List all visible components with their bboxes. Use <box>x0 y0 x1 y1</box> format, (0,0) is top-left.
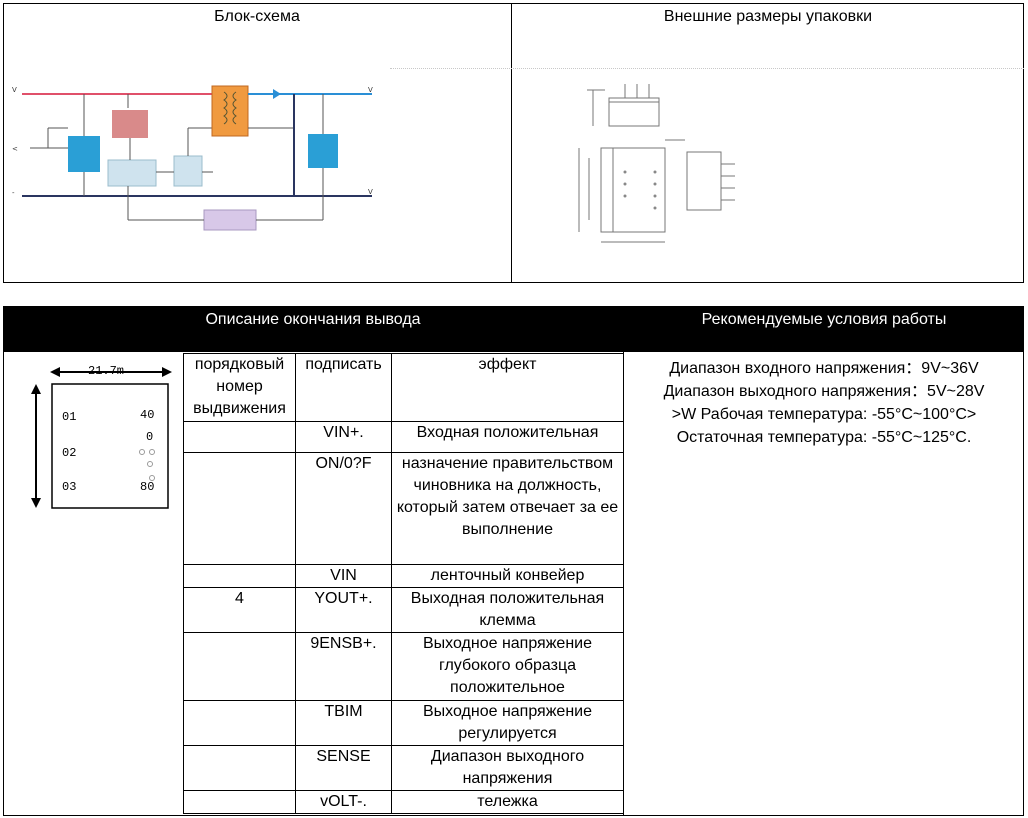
pin-effect: Диапазон выходного напряжения <box>391 745 624 791</box>
pin-number <box>183 564 296 588</box>
operating-conditions-header: Рекомендуемые условия работы <box>701 311 947 328</box>
pin-number <box>183 745 296 791</box>
pin-effect: Выходное напряжение глубокого образца по… <box>391 632 624 701</box>
svg-text:-: - <box>12 189 15 197</box>
pin-sign: 9ENSB+. <box>295 632 392 701</box>
pin-number: 4 <box>183 587 296 633</box>
svg-text:V: V <box>368 188 373 196</box>
pin-number <box>183 421 296 453</box>
column-header-sign: подписать <box>295 353 392 422</box>
package-width-label: 21.7m <box>88 364 124 378</box>
pin-effect: Выходная положительная клемма <box>391 587 624 633</box>
bottom-section-divider <box>623 352 624 816</box>
output-voltage-range: Диапазон выходного напряжения：5V~28V <box>663 383 985 400</box>
table-row: ON/0?F назначение правительством чиновни… <box>183 452 624 565</box>
column-header-number: порядковый номер выдвижения <box>183 353 296 422</box>
top-section-frame <box>3 3 1024 283</box>
pin-effect: ленточный конвейер <box>391 564 624 588</box>
pin-number <box>183 452 296 565</box>
block-diagram-title: Блок-схема <box>214 8 300 25</box>
pin-label-01: 01 <box>62 410 76 424</box>
table-row: vOLT-. тележка <box>183 790 624 814</box>
dotted-separator <box>390 68 1024 69</box>
package-dimension-figure <box>578 84 735 243</box>
table-row: 4 YOUT+. Выходная положительная клемма <box>183 587 624 633</box>
pin-sign: SENSE <box>295 745 392 791</box>
pin-sign: ON/0?F <box>295 452 392 565</box>
column-header-effect: эффект <box>391 353 624 422</box>
svg-text:V: V <box>12 86 17 94</box>
pin-description-table: порядковый номер выдвижения подписать эф… <box>183 353 624 814</box>
svg-text:<: < <box>12 145 18 153</box>
section-header-bar <box>3 306 1024 352</box>
pin-label-0: 0 <box>146 430 153 444</box>
pin-description-header: Описание окончания вывода <box>205 311 421 328</box>
input-voltage-range: Диапазон входного напряжения：9V~36V <box>669 360 979 377</box>
pin-number <box>183 790 296 814</box>
pin-label-03: 03 <box>62 480 76 494</box>
operating-temperature: >W Рабочая температура: -55°C~100°C> <box>671 406 977 423</box>
pin-sign: TBIM <box>295 700 392 746</box>
pin-sign: VIN+. <box>295 421 392 453</box>
pin-sign: vOLT-. <box>295 790 392 814</box>
pin-effect: тележка <box>391 790 624 814</box>
block-diagram-figure: V - < V V <box>12 85 373 231</box>
pin-sign: YOUT+. <box>295 587 392 633</box>
pin-number <box>183 632 296 701</box>
pin-layout-figure: 21.7m 01 02 03 40 0 80 <box>31 364 172 509</box>
pin-number <box>183 700 296 746</box>
table-row: VIN ленточный конвейер <box>183 564 624 588</box>
svg-text:V: V <box>368 86 373 94</box>
pin-effect: Входная положительная <box>391 421 624 453</box>
package-dimensions-title: Внешние размеры упаковки <box>663 8 873 25</box>
table-row: VIN+. Входная положительная <box>183 421 624 453</box>
pin-sign: VIN <box>295 564 392 588</box>
pin-effect: назначение правительством чиновника на д… <box>391 452 624 565</box>
pin-effect: Выходное напряжение регулируется <box>391 700 624 746</box>
table-header-row: порядковый номер выдвижения подписать эф… <box>183 353 624 422</box>
table-row: 9ENSB+. Выходное напряжение глубокого об… <box>183 632 624 701</box>
table-row: TBIM Выходное напряжение регулируется <box>183 700 624 746</box>
storage-temperature: Остаточная температура: -55°C~125°C. <box>676 429 972 446</box>
pin-label-02: 02 <box>62 446 76 460</box>
pin-label-40: 40 <box>140 408 154 422</box>
table-row: SENSE Диапазон выходного напряжения <box>183 745 624 791</box>
pin-label-80: 80 <box>140 480 154 494</box>
top-section-divider <box>511 3 512 283</box>
